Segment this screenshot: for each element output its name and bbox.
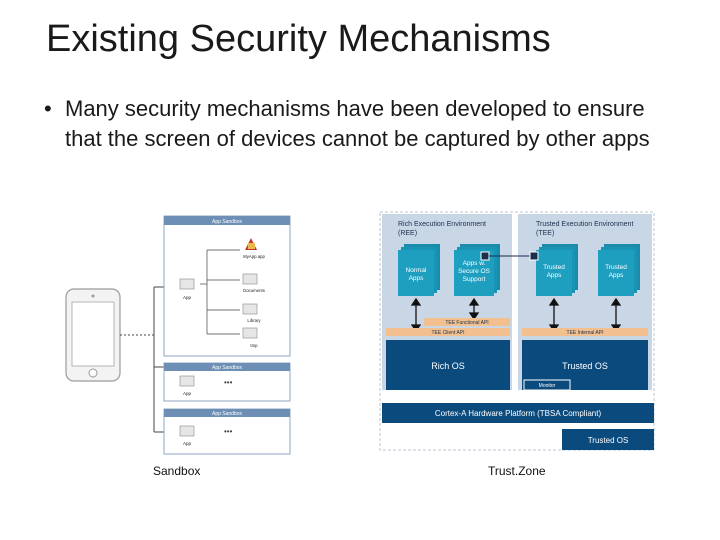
tee-client-api-bar: [386, 328, 510, 336]
bullet-dot: •: [44, 96, 52, 121]
sandbox-caption: Sandbox: [153, 464, 201, 478]
sandbox-box-title-3: App Sandbox: [212, 411, 243, 417]
tee-client-api-label: TEE Client API: [431, 330, 464, 336]
hardware-platform-block: [382, 403, 654, 423]
sandbox-file-library: Library: [247, 318, 261, 323]
trusted-os-label: Trusted OS: [562, 361, 608, 371]
hardware-platform-label: Cortex-A Hardware Platform (TBSA Complia…: [435, 409, 602, 418]
svg-text:⋮: ⋮: [150, 353, 158, 362]
sandbox-box-title-2: App Sandbox: [212, 365, 243, 371]
trustzone-caption: Trust.Zone: [488, 464, 546, 478]
phone-illustration: [65, 288, 121, 382]
sandbox-app-label-3: App: [183, 441, 192, 446]
svg-text:•••: •••: [224, 378, 233, 387]
tee-internal-api-bar: [522, 328, 648, 336]
sandbox-app-label-1: App: [183, 295, 192, 300]
trusted-os-bottom-label: Trusted OS: [588, 436, 629, 445]
app-sandbox-box-1: App Sandbox App MyApp.app Documents Libr…: [163, 215, 291, 357]
bullet-point: • Many security mechanisms have been dev…: [44, 94, 684, 154]
sandbox-box-title-1: App Sandbox: [212, 219, 243, 225]
slide-title: Existing Security Mechanisms: [46, 18, 551, 60]
tee-functional-api-label: TEE Functional API: [445, 320, 488, 326]
sandbox-diagram: App Sandbox App MyApp.app Documents Libr…: [65, 215, 291, 455]
trusted-os-bottom-block: [562, 429, 654, 450]
app-sandbox-box-2: App Sandbox App •••: [163, 362, 291, 402]
bullet-text: Many security mechanisms have been devel…: [65, 96, 650, 151]
sandbox-file-documents: Documents: [243, 288, 265, 293]
rich-os-label: Rich OS: [431, 361, 465, 371]
sandbox-file-myapp: MyApp.app: [243, 254, 265, 259]
monitor-label: Monitor: [539, 383, 556, 389]
app-sandbox-box-3: App Sandbox App •••: [163, 408, 291, 455]
sandbox-file-tmp: tmp: [250, 343, 258, 348]
tee-title: Trusted Execution Environment(TEE): [536, 221, 633, 237]
ree-title: Rich Execution Environment(REE): [398, 221, 486, 237]
sandbox-app-label-2: App: [183, 391, 192, 396]
trustzone-diagram: Rich Execution Environment(REE) Trusted …: [379, 211, 655, 451]
monitor-box: [523, 379, 571, 391]
tee-internal-api-label: TEE Internal API: [567, 330, 604, 336]
svg-text:•••: •••: [224, 427, 233, 436]
tee-functional-api-bar: [424, 318, 510, 326]
rich-os-block: [386, 340, 510, 390]
